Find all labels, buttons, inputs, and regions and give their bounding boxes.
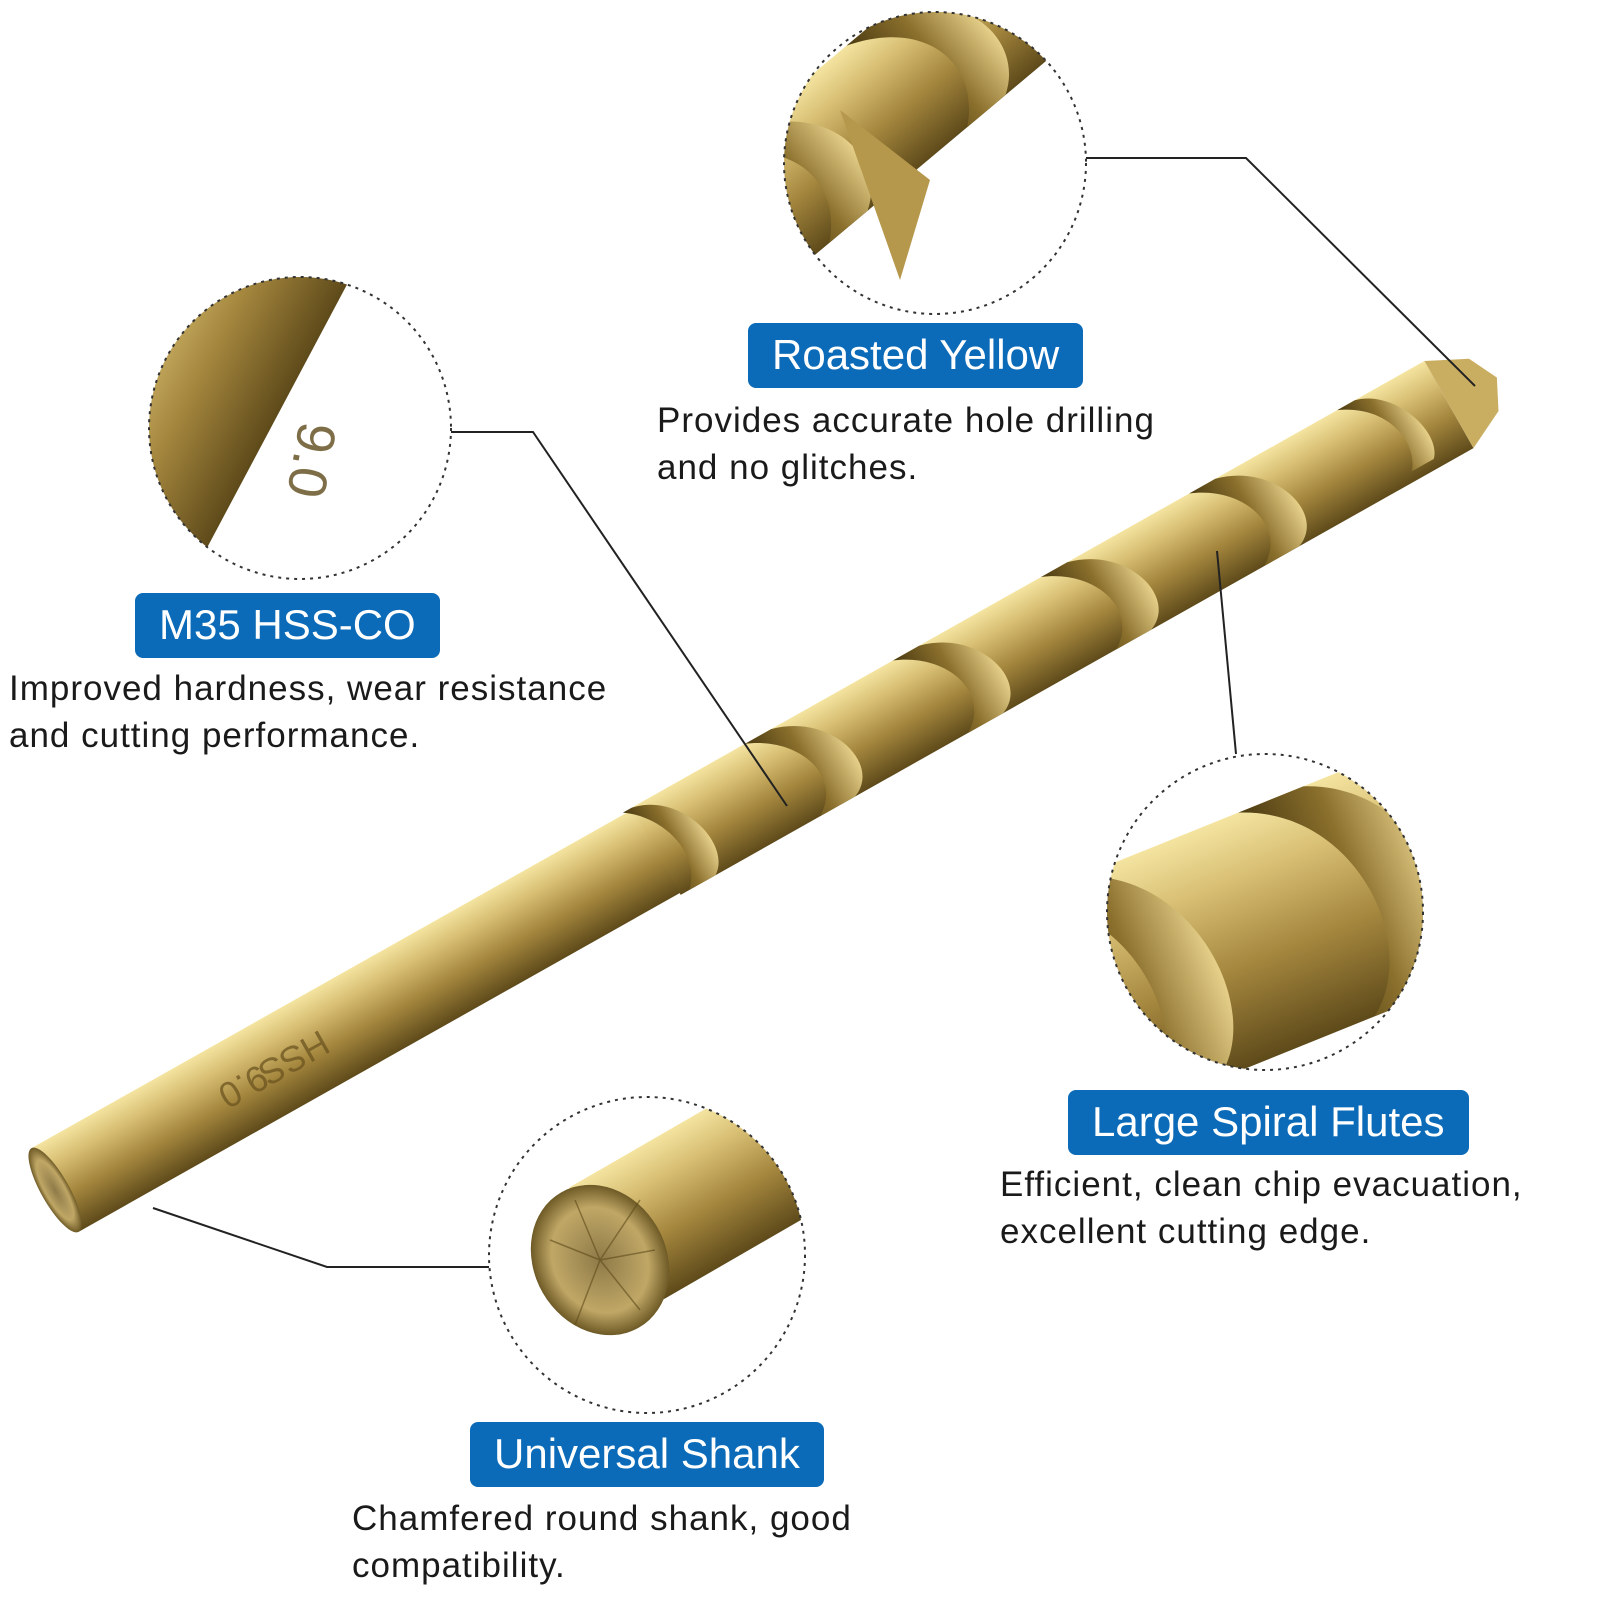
badge-large-spiral-flutes: Large Spiral Flutes bbox=[1068, 1090, 1469, 1155]
badge-universal-shank: Universal Shank bbox=[470, 1422, 824, 1487]
desc-line: and no glitches. bbox=[657, 448, 919, 487]
badge-m35-hss-co: M35 HSS-CO bbox=[135, 593, 440, 658]
desc-line: Improved hardness, wear resistance bbox=[9, 669, 608, 708]
drill-bit: HSS 9.0 bbox=[28, 358, 1499, 1233]
desc-line: Provides accurate hole drilling bbox=[657, 401, 1155, 440]
drill-tip bbox=[1424, 358, 1499, 449]
leader-line-shank-end bbox=[152, 1207, 489, 1268]
leader-lines bbox=[152, 157, 1476, 1268]
closeup-engraving: 9.0 bbox=[275, 418, 347, 502]
detail-circle-border bbox=[783, 11, 1087, 315]
drill-shank-end bbox=[28, 1147, 82, 1233]
detail-circle-border bbox=[1106, 753, 1424, 1071]
leader-line-shank-material bbox=[451, 431, 788, 807]
detail-circle-shank-end bbox=[488, 1096, 806, 1414]
desc-large-spiral-flutes: Efficient, clean chip evacuation, excell… bbox=[1000, 1161, 1523, 1255]
desc-line: excellent cutting edge. bbox=[1000, 1212, 1372, 1251]
desc-universal-shank: Chamfered round shank, good compatibilit… bbox=[352, 1495, 852, 1589]
desc-m35-hss-co: Improved hardness, wear resistance and c… bbox=[9, 665, 607, 759]
leader-line-tip bbox=[1086, 157, 1476, 387]
detail-circle-border bbox=[148, 276, 452, 580]
detail-circle-shank-material: 9.0 bbox=[148, 276, 452, 580]
drill-shank bbox=[31, 804, 689, 1232]
desc-line: compatibility. bbox=[352, 1546, 566, 1585]
detail-circle-flutes bbox=[1106, 753, 1424, 1071]
spiral-flutes bbox=[622, 398, 1435, 890]
desc-roasted-yellow: Provides accurate hole drilling and no g… bbox=[657, 397, 1155, 491]
detail-circle-border bbox=[488, 1096, 806, 1414]
desc-line: Efficient, clean chip evacuation, bbox=[1000, 1165, 1523, 1204]
badge-roasted-yellow: Roasted Yellow bbox=[748, 323, 1084, 388]
desc-line: Chamfered round shank, good bbox=[352, 1499, 852, 1538]
desc-line: and cutting performance. bbox=[9, 716, 421, 755]
detail-circle-tip bbox=[783, 11, 1087, 315]
leader-line-flutes bbox=[1216, 550, 1237, 755]
